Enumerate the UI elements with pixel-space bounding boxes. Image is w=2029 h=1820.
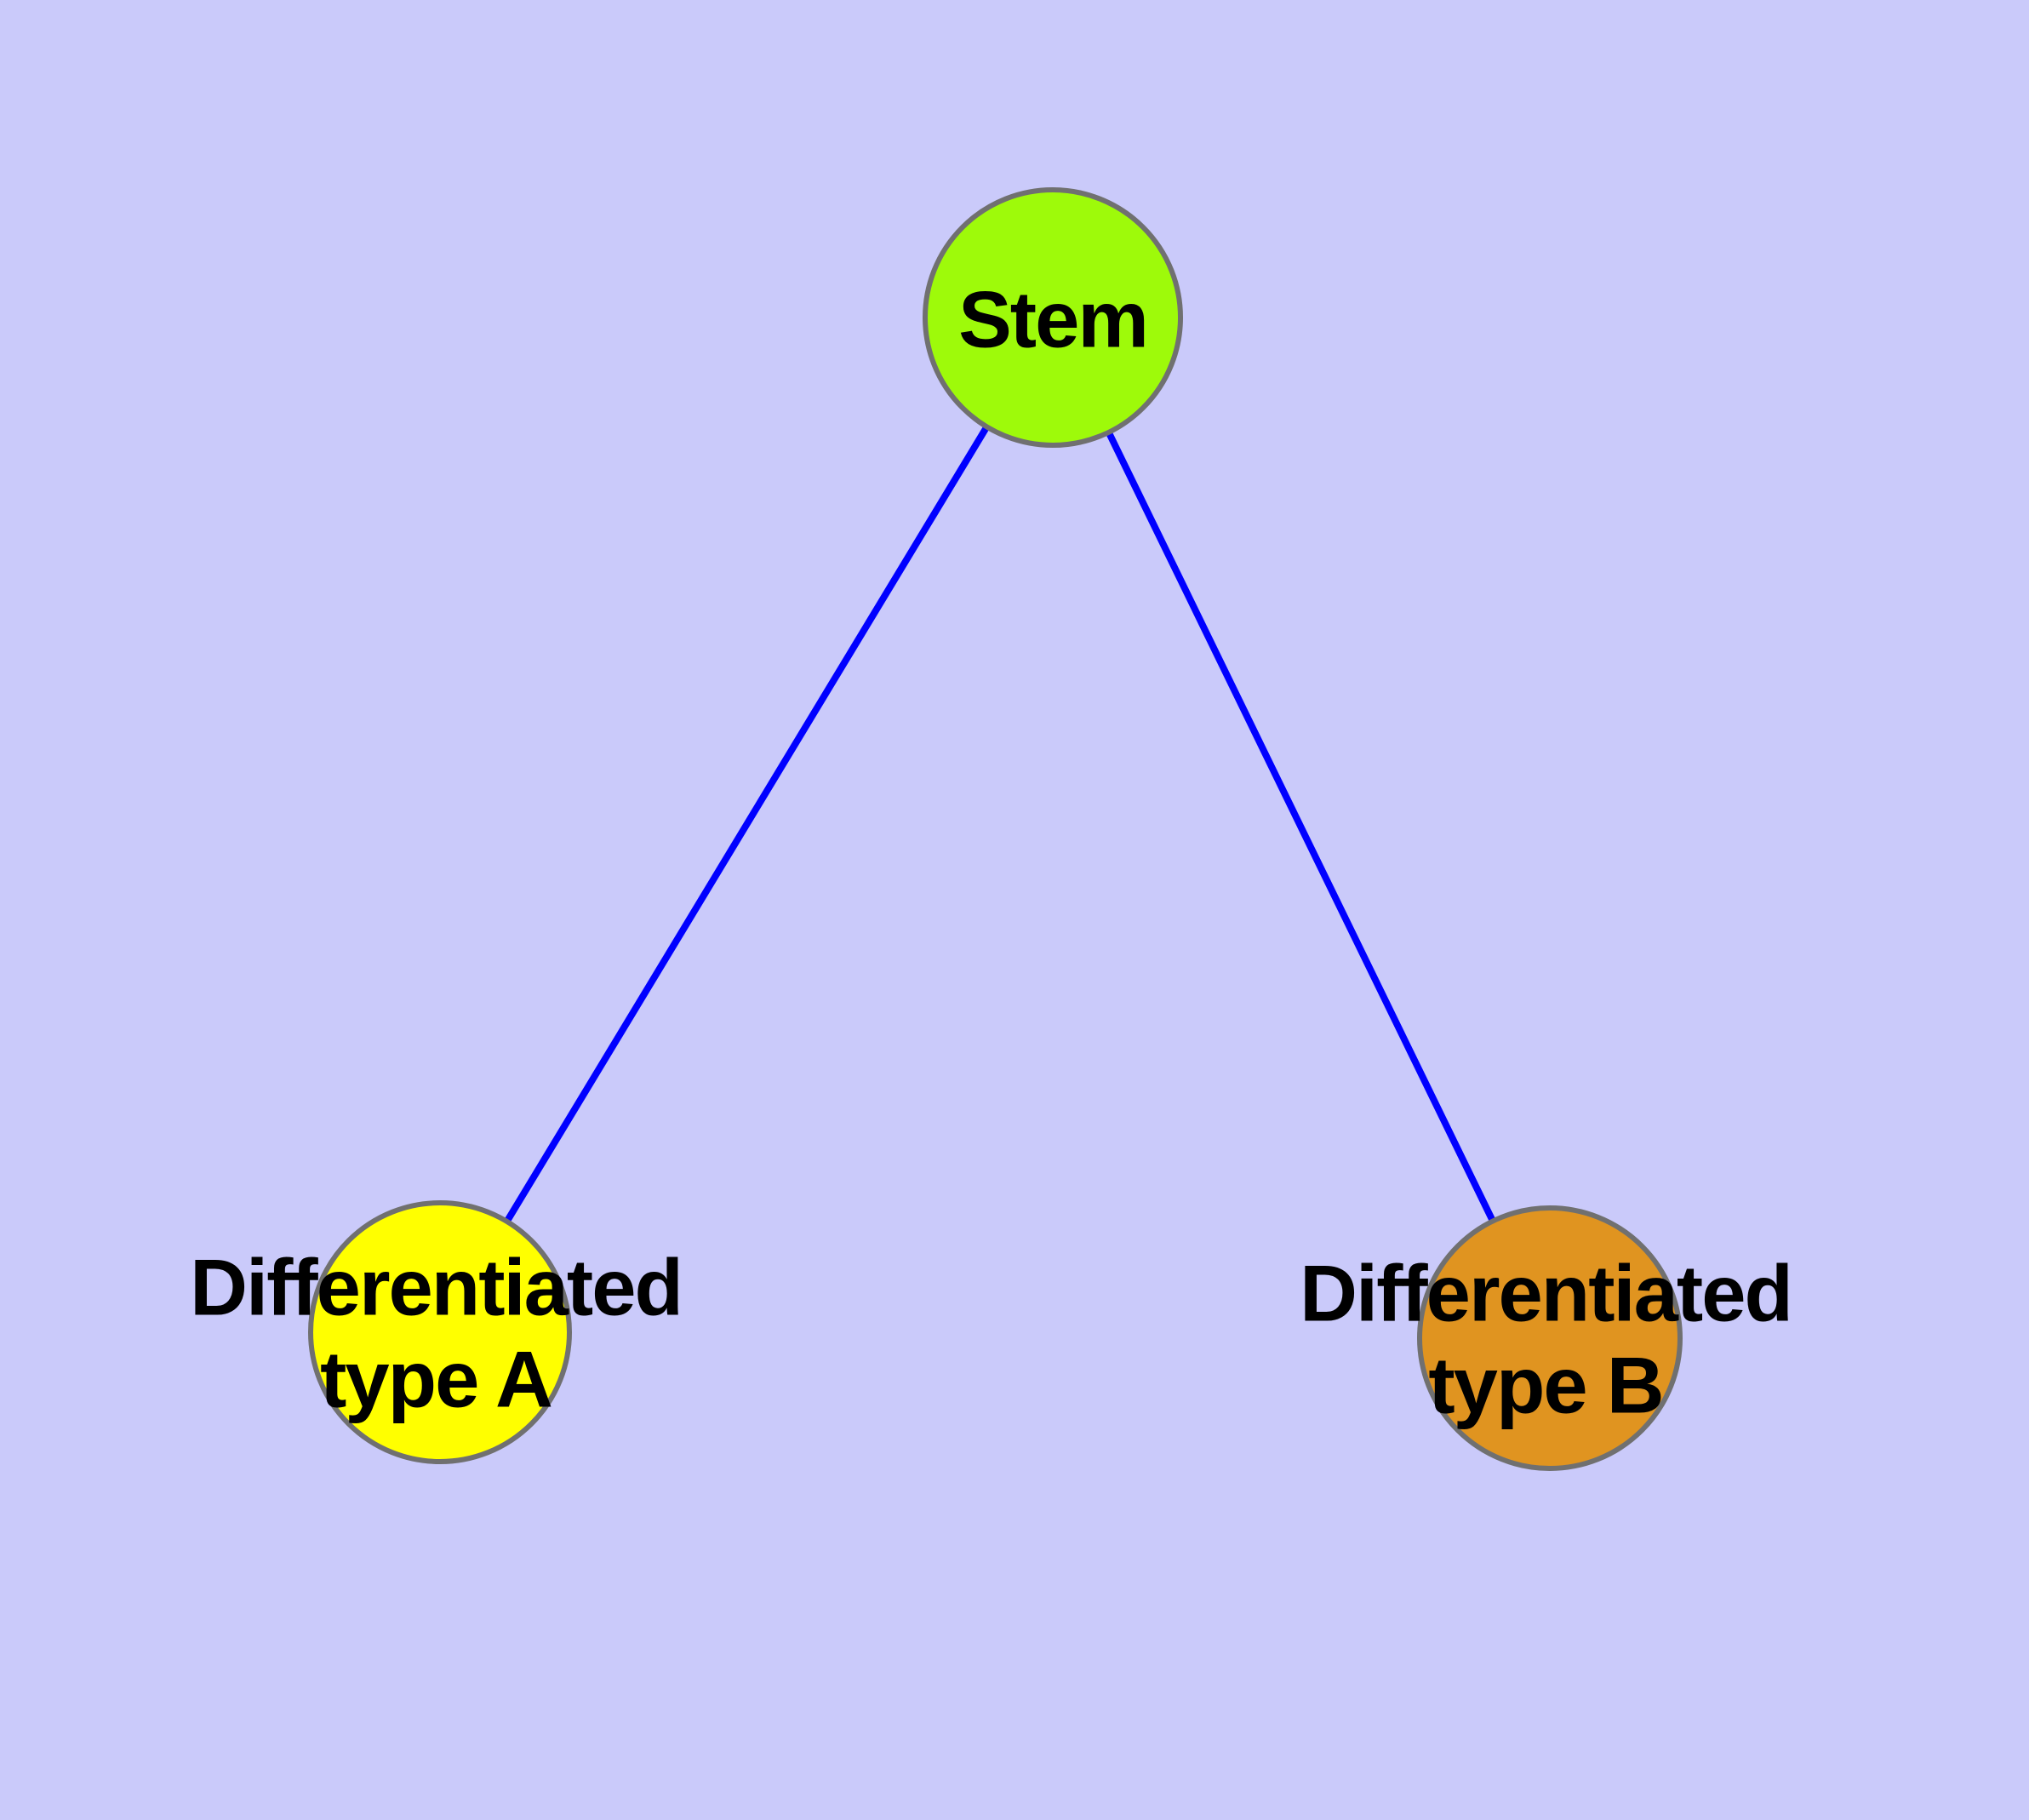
edge-stem-to-type-a [437,315,1056,1335]
edge-stem-to-type-b [1049,316,1553,1340]
node-type-a-label-line1: Differentiated [190,1243,682,1332]
node-type-b [1417,1205,1683,1471]
node-stem [923,187,1183,448]
node-type-b-label-line2: type B [1428,1341,1662,1430]
node-type-a [308,1200,572,1464]
node-type-b-label-line1: Differentiated [1300,1249,1792,1338]
node-stem-label: Stem [958,275,1147,364]
node-type-a-label-line2: type A [320,1335,552,1424]
